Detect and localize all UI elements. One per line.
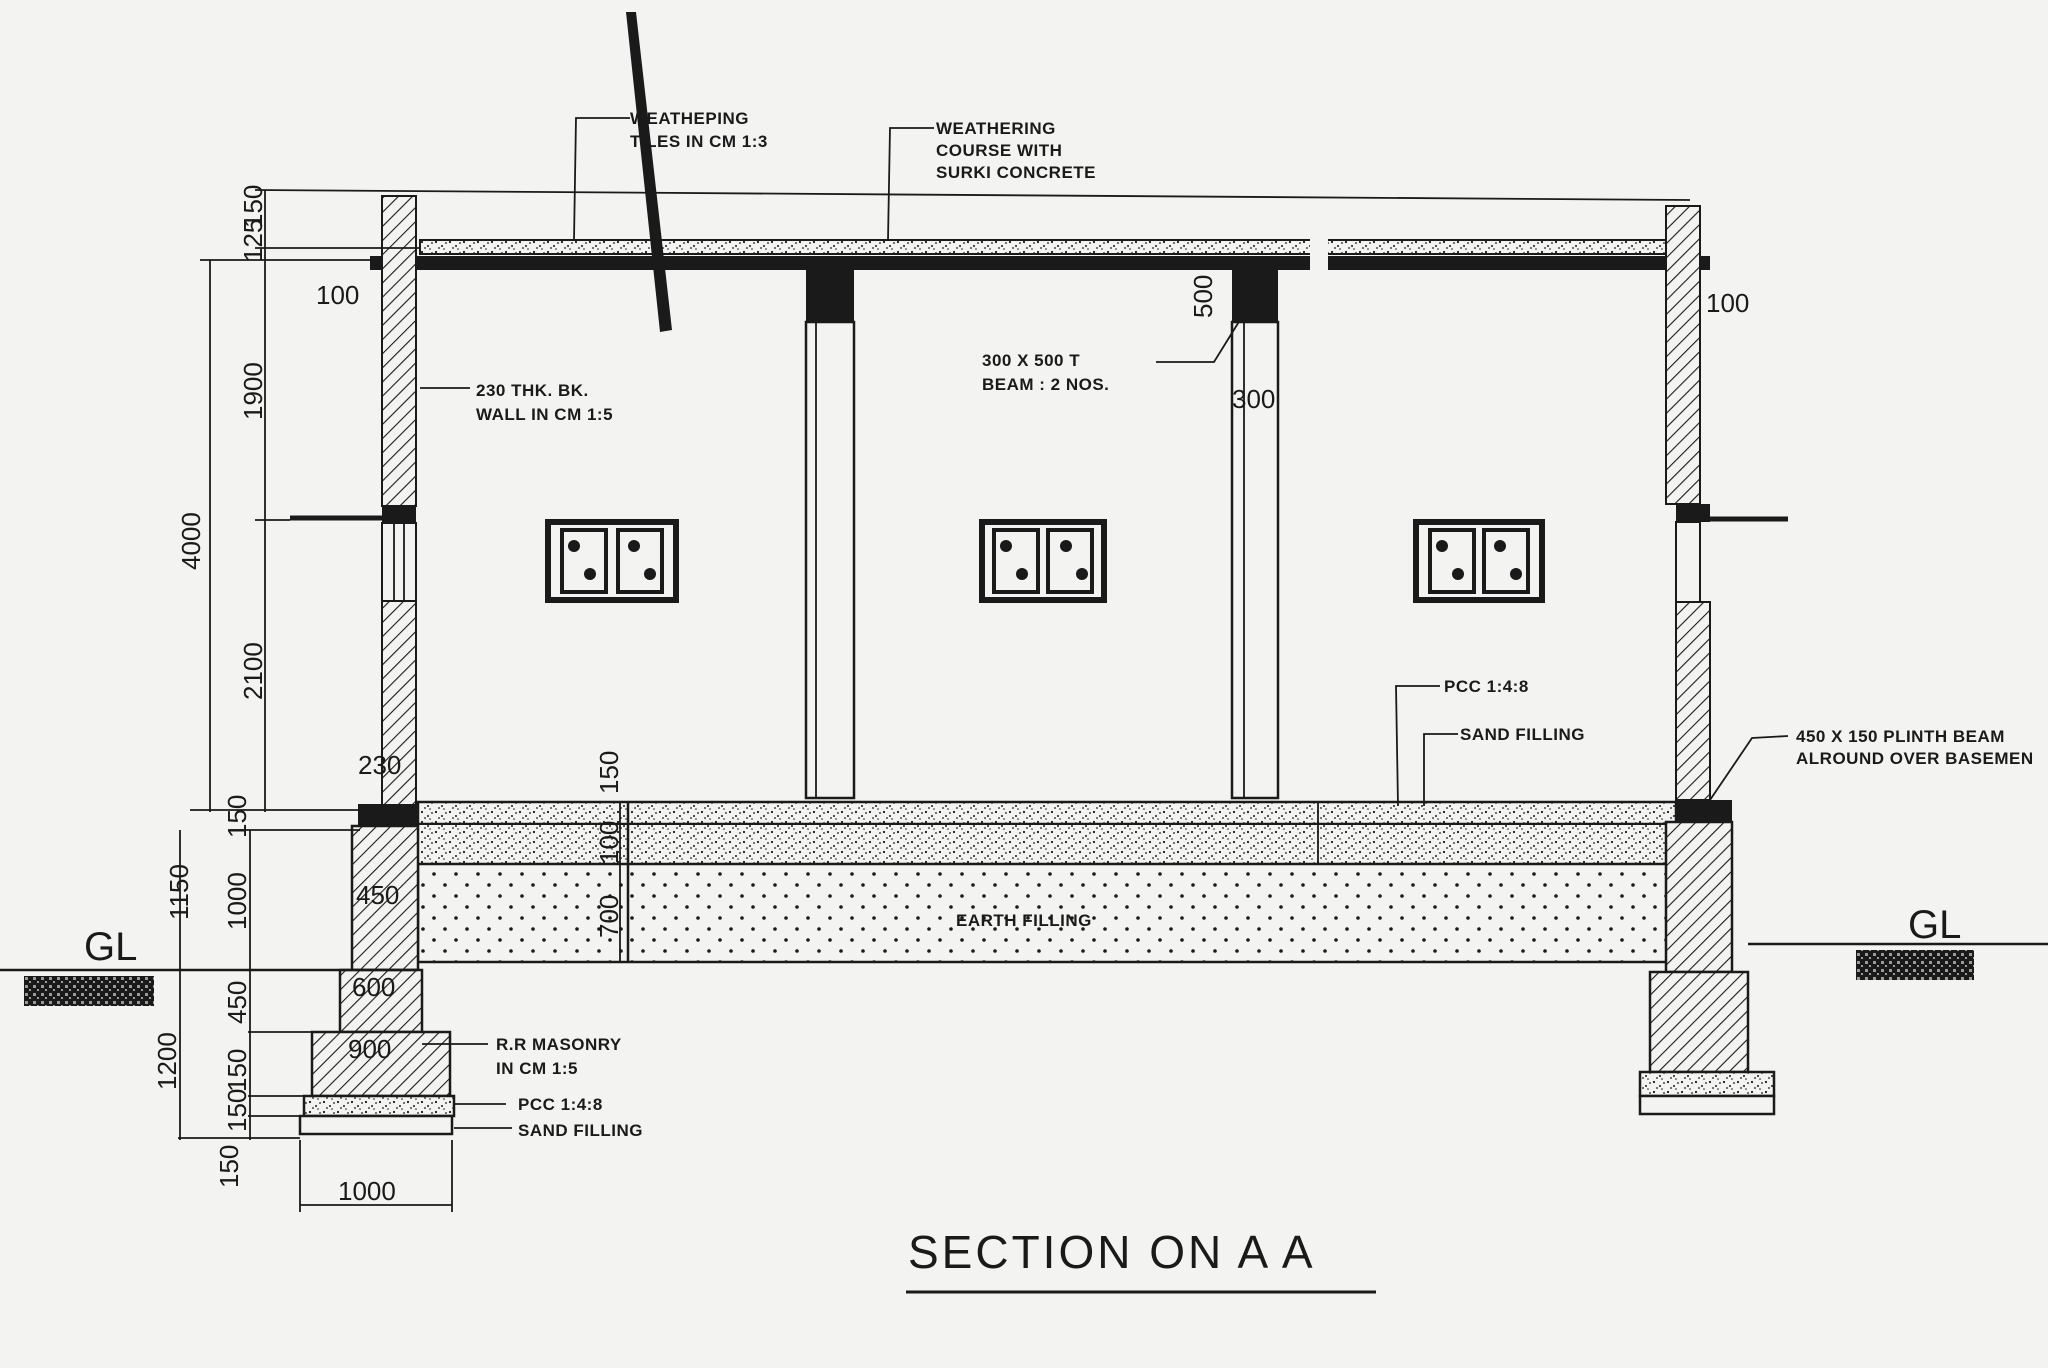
dim-100-left: 100 (316, 280, 359, 310)
ground-level-right: GL (1908, 903, 1961, 947)
window-3 (1413, 519, 1545, 603)
label-rr-masonry-1: R.R MASONRY (496, 1035, 622, 1054)
label-rr-masonry-2: IN CM 1:5 (496, 1059, 578, 1078)
window-2 (979, 519, 1107, 603)
annotation-labels: WEATHEPING TILES IN CM 1:3 WEATHERING CO… (476, 109, 2034, 1140)
plinth-beam-left (358, 804, 418, 826)
dim-150-v: 150 (222, 1049, 252, 1092)
dim-1900: 1900 (238, 362, 268, 420)
dim-500: 500 (1188, 275, 1218, 318)
window-1 (545, 519, 679, 603)
dimension-labels: 4000 1900 2100 125 150 100 100 500 300 2… (152, 185, 1749, 1206)
label-beam-1: 300 X 500 T (982, 351, 1080, 370)
dim-100-mid: 100 (594, 821, 624, 864)
label-pcc-floor: PCC 1:4:8 (1444, 677, 1529, 696)
label-plinth-2: ALROUND OVER BASEMEN (1796, 749, 2034, 768)
dim-450: 450 (356, 880, 399, 910)
dim-150-plinth: 150 (594, 751, 624, 794)
column-1 (804, 270, 856, 800)
dim-150-a: 150 (222, 795, 252, 838)
label-pcc-foundation: PCC 1:4:8 (518, 1095, 603, 1114)
dimension-lines (178, 189, 1691, 1212)
label-weathering-tiles-1: WEATHEPING (630, 109, 749, 128)
label-weathering-tiles-2: TILES IN CM 1:3 (630, 132, 768, 151)
dim-1200: 1200 (152, 1032, 182, 1090)
label-weathering-course-2: COURSE WITH (936, 141, 1062, 160)
label-sand-foundation: SAND FILLING (518, 1121, 643, 1140)
label-wall-2: WALL IN CM 1:5 (476, 405, 613, 424)
dim-150-v2: 150 (222, 1089, 252, 1132)
label-weathering-course-1: WEATHERING (936, 119, 1056, 138)
dim-150-top: 150 (238, 185, 268, 228)
dim-1150: 1150 (164, 864, 194, 920)
column-2 (1230, 270, 1280, 800)
dim-4000: 4000 (176, 512, 206, 570)
dim-1000-h: 1000 (338, 1176, 396, 1206)
label-weathering-course-3: SURKI CONCRETE (936, 163, 1096, 182)
ground-level-left: GL (84, 925, 137, 969)
dim-600: 600 (352, 972, 395, 1002)
dim-700: 700 (594, 895, 624, 938)
label-wall-1: 230 THK. BK. (476, 381, 589, 400)
dim-1000-v: 1000 (222, 872, 252, 930)
dim-230: 230 (358, 750, 401, 780)
right-wall (1665, 205, 1788, 801)
ground-line-right (1748, 942, 2048, 980)
label-sand-floor: SAND FILLING (1460, 725, 1585, 744)
dim-300: 300 (1232, 384, 1275, 414)
right-foundation (1638, 820, 1776, 1116)
dim-100-right: 100 (1706, 288, 1749, 318)
dim-125: 125 (238, 219, 268, 262)
dim-150-bottom: 150 (214, 1145, 244, 1188)
label-beam-2: BEAM : 2 NOS. (982, 375, 1109, 394)
roof-tie-marker (626, 12, 672, 332)
dim-450-v: 450 (222, 981, 252, 1024)
label-earth: EARTH FILLING (956, 911, 1092, 930)
leader-lines (420, 117, 1789, 1129)
dim-2100: 2100 (238, 642, 268, 700)
roof-slab (370, 238, 1710, 274)
plinth-beam-right (1676, 800, 1732, 822)
left-foundation (298, 824, 456, 1136)
label-plinth-1: 450 X 150 PLINTH BEAM (1796, 727, 2005, 746)
drawing-title: SECTION ON A A (908, 1226, 1316, 1278)
dim-900: 900 (348, 1034, 391, 1064)
